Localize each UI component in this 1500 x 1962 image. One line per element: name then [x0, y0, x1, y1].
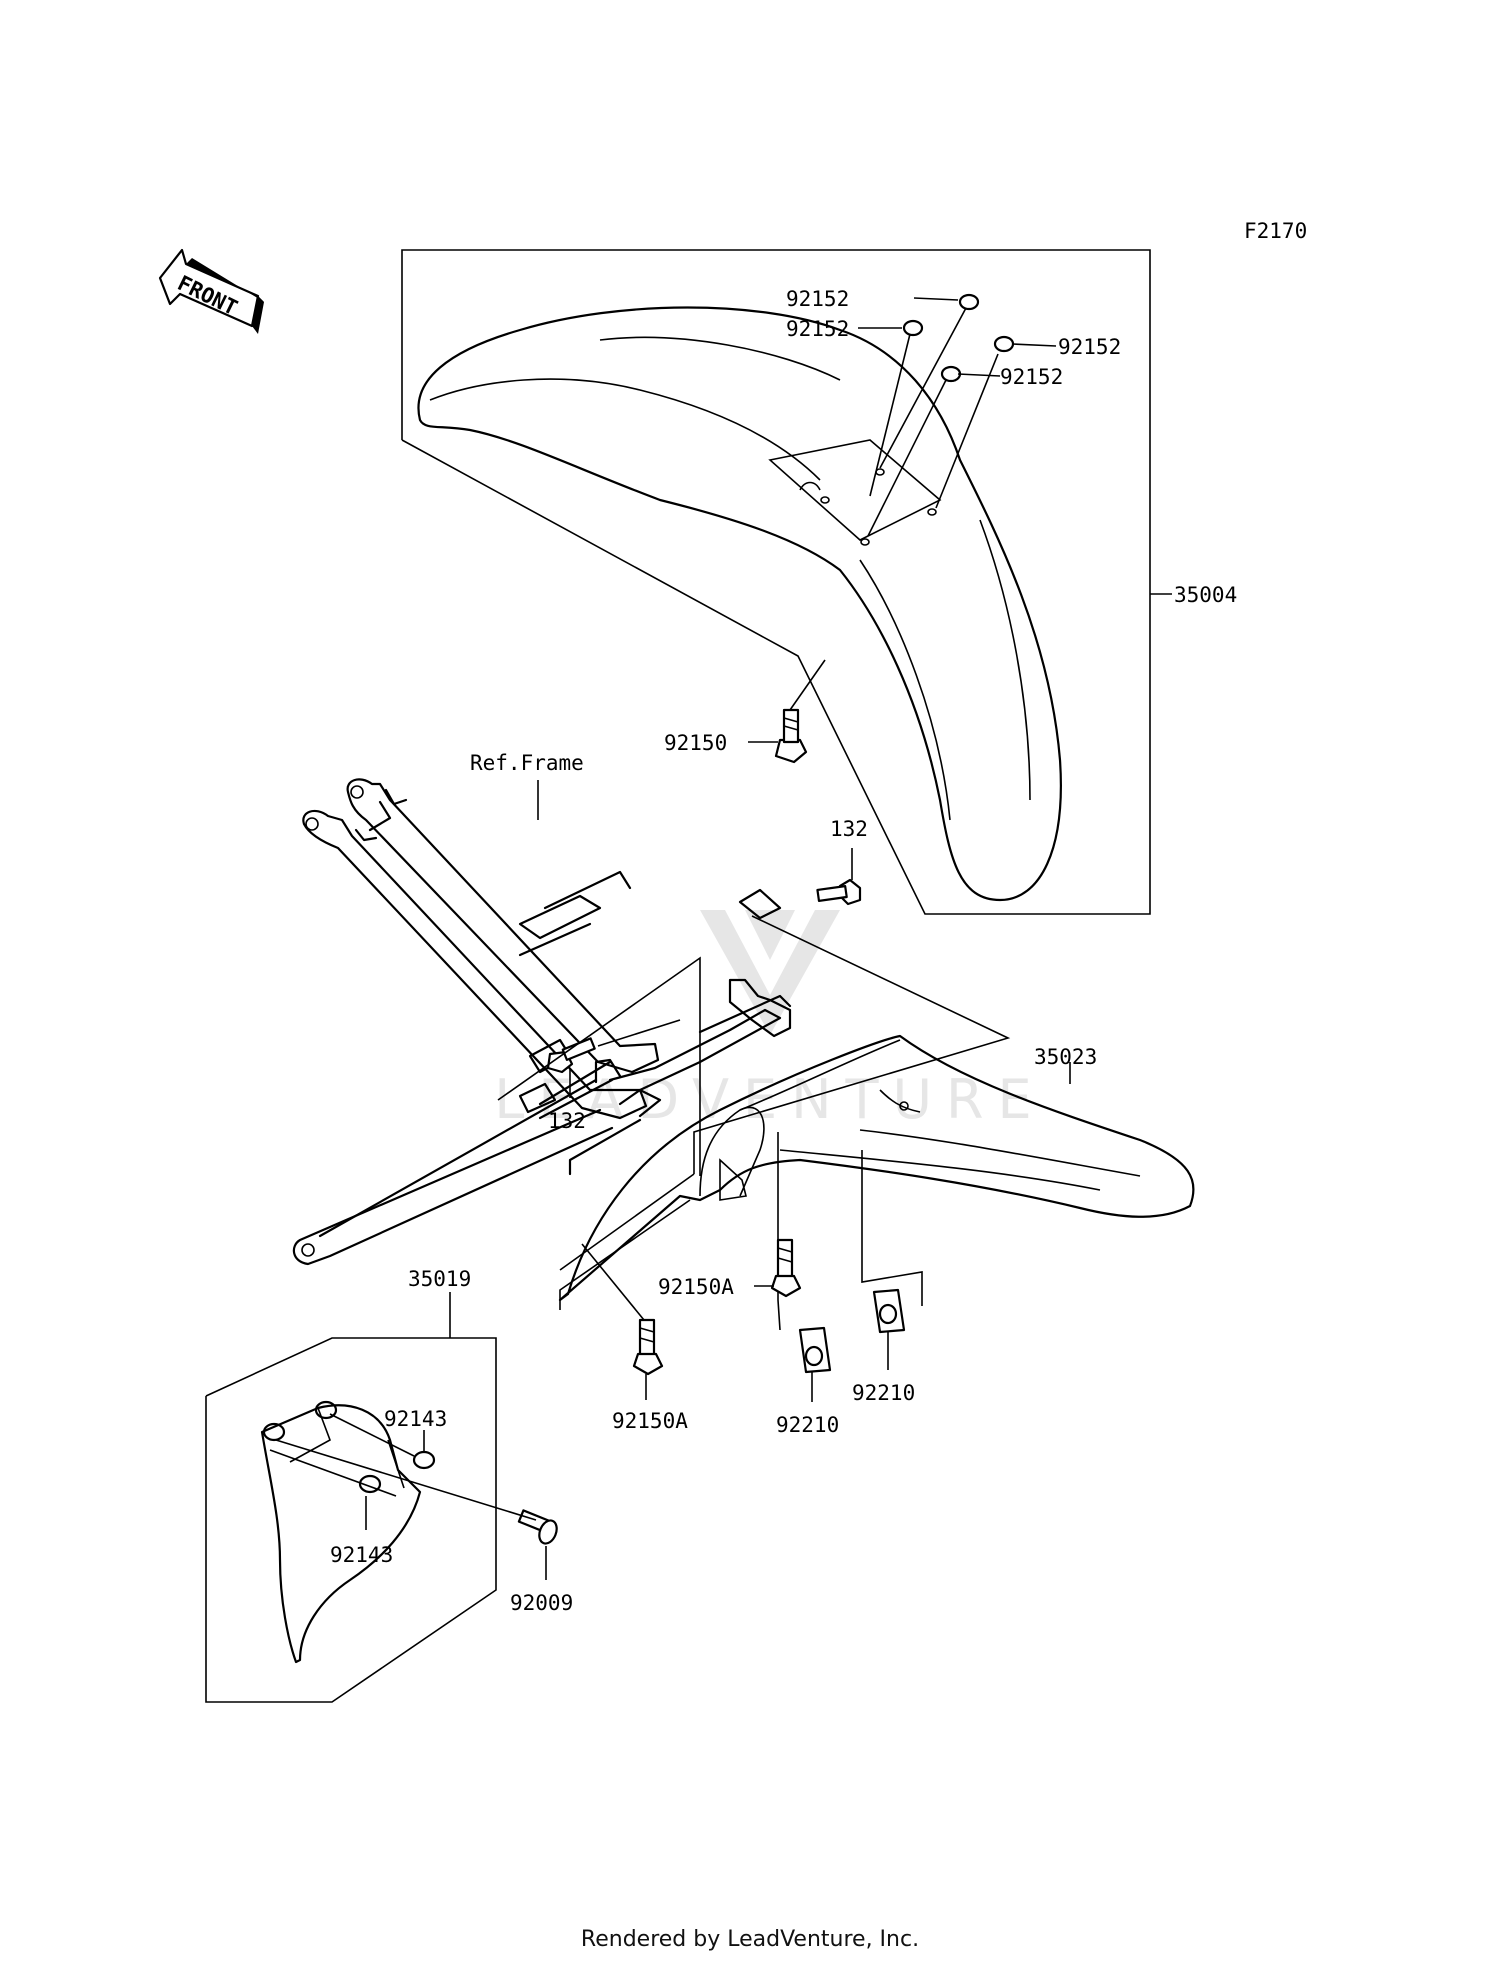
bolt-icon — [816, 878, 862, 906]
washer-icon — [358, 1474, 382, 1494]
clip-nut-icon — [872, 1288, 906, 1334]
mud-flap-box — [205, 1337, 497, 1703]
mud-flap-group: 35019 92143 92143 92009 — [205, 1267, 573, 1703]
label-92152-right-outer: 92152 — [1058, 335, 1121, 359]
label-92210-left: 92210 — [776, 1413, 839, 1437]
front-fender-box — [401, 249, 1151, 915]
label-132-right: 132 — [830, 817, 868, 841]
diagram-code: F2170 — [1244, 219, 1307, 243]
label-35023: 35023 — [1034, 1045, 1097, 1069]
bolt-icon — [770, 1238, 802, 1298]
label-92150A-lower: 92150A — [612, 1409, 688, 1433]
label-92143-lower: 92143 — [330, 1543, 393, 1567]
label-92009: 92009 — [510, 1591, 573, 1615]
washer-icon — [958, 293, 980, 311]
front-fender — [417, 306, 1062, 902]
washer-icon — [940, 365, 962, 383]
label-92152-left: 92152 — [786, 317, 849, 341]
label-92150A-upper: 92150A — [658, 1275, 734, 1299]
label-92152-right-inner: 92152 — [1000, 365, 1063, 389]
washer-icon — [412, 1450, 436, 1470]
footer-credit: Rendered by LeadVenture, Inc. — [581, 1927, 919, 1952]
mud-flap — [260, 1400, 422, 1664]
front-fender-group: 92152 92152 92152 92152 92150 35004 — [401, 249, 1237, 915]
ref-frame-label: Ref.Frame — [470, 751, 584, 775]
rear-fender-outline-box — [693, 915, 1011, 1174]
screw-icon — [517, 1509, 558, 1545]
label-35019: 35019 — [408, 1267, 471, 1291]
bolt-icon — [632, 1318, 664, 1376]
rear-frame — [292, 778, 792, 1266]
label-92210-right: 92210 — [852, 1381, 915, 1405]
washer-icon — [902, 319, 924, 337]
washer-icon — [993, 335, 1015, 353]
front-arrow-icon: FRONT — [158, 248, 264, 334]
label-132-left: 132 — [548, 1109, 586, 1133]
label-92143-upper: 92143 — [384, 1407, 447, 1431]
bolt-icon — [774, 708, 808, 764]
label-35004: 35004 — [1174, 583, 1237, 607]
rear-fender — [558, 1034, 1195, 1310]
label-92152-upper: 92152 — [786, 287, 849, 311]
label-92150: 92150 — [664, 731, 727, 755]
clip-nut-icon — [798, 1326, 832, 1374]
rear-fender-group: 35023 92150A 92150A 92210 — [497, 915, 1195, 1437]
